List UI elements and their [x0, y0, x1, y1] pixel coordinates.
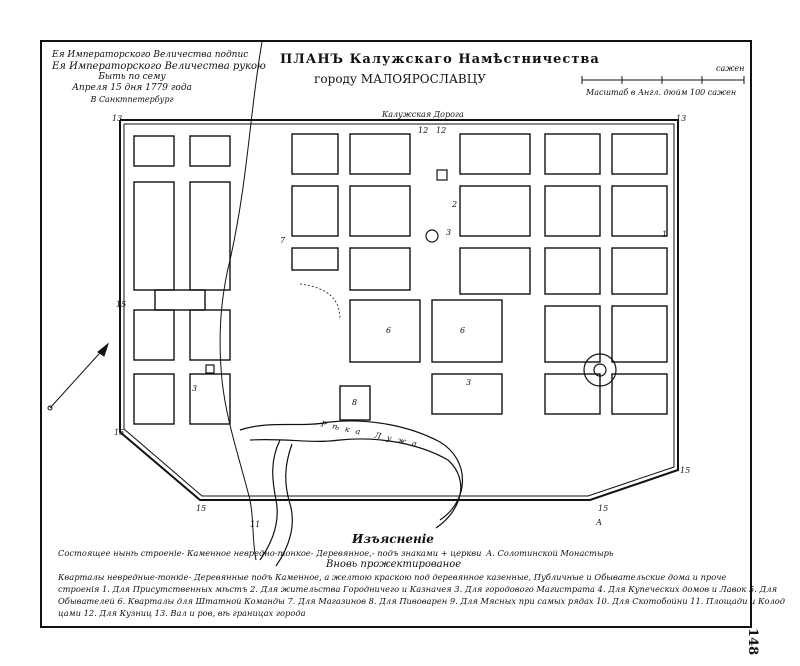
block-label: 7 [280, 236, 286, 245]
town-rampart-inner [123, 123, 675, 497]
legend-line: Обывателей 6. Кварталы для Штатной Коман… [58, 596, 785, 606]
approval-line: Апреля 15 дня 1779 года [72, 83, 192, 93]
block-label: 2 [452, 200, 458, 209]
archive-number: 148 [745, 628, 760, 656]
town-rampart [119, 119, 679, 501]
approval-line: Ея Императорского Величества подпис [52, 50, 249, 60]
block-label: 13 [676, 114, 687, 123]
legend-line: Кварталы невредные-тонкiе- Деревянные по… [58, 572, 727, 582]
legend-line: А. Солотинской Монастырь [486, 548, 614, 558]
compass-icon [47, 342, 110, 411]
block-label: 3 [192, 384, 198, 393]
block-label: 8 [352, 398, 358, 407]
legend-subtitle: Вновь прожектированое [326, 559, 462, 570]
approval-line: Быть по сему [98, 72, 166, 82]
roundabout [583, 353, 617, 387]
river [239, 420, 463, 567]
west-blocks [133, 135, 231, 425]
block-label: 1 [662, 230, 668, 239]
block-label: 15 [680, 466, 691, 475]
imperial-approval: Ея Императорского Величества подпис Ея И… [52, 50, 266, 105]
block-label: 3 [466, 378, 472, 387]
scale-bar [581, 76, 745, 84]
legend-line: цами 12. Для Кузниц 13. Вал и ров, вѣ гр… [58, 608, 306, 618]
block-label: 11 [250, 520, 261, 529]
block-label: 12 [418, 126, 429, 135]
scale-caption: Масштаб в Англ. дюйм 100 сажен [586, 88, 737, 97]
block-label: 15 [114, 428, 125, 437]
block-label: 15 [116, 300, 127, 309]
east-blocks [291, 133, 668, 421]
block-label: 12 [436, 126, 447, 135]
approval-line: Ея Императорского Величества рукою [52, 61, 266, 72]
stream [219, 41, 263, 561]
block-label: 3 [446, 228, 452, 237]
block-label: А [596, 518, 603, 527]
map-title: ПЛАНЪ Калужскаго Намѣстничества [280, 52, 600, 67]
approval-line: В Санктпетербург [90, 95, 174, 104]
legend-line: строенiя 1. Для Присутственных мѣстъ 2. … [58, 584, 778, 594]
legend-line: Состоящее нынѣ строенiе- Каменное невред… [58, 548, 482, 558]
block-label: 15 [598, 504, 609, 513]
block-label: 15 [196, 504, 207, 513]
map-frame [40, 40, 752, 628]
block-label: 13 [112, 114, 123, 123]
block-label: 6 [386, 326, 392, 335]
road-gate-label: Калужская Дорога [382, 110, 464, 119]
scale-unit: сажен [716, 64, 745, 73]
block-label: 6 [460, 326, 466, 335]
legend-title: Изъясненiе [352, 532, 434, 546]
map-subtitle: городу МАЛОЯРОСЛАВЦУ [314, 72, 486, 86]
